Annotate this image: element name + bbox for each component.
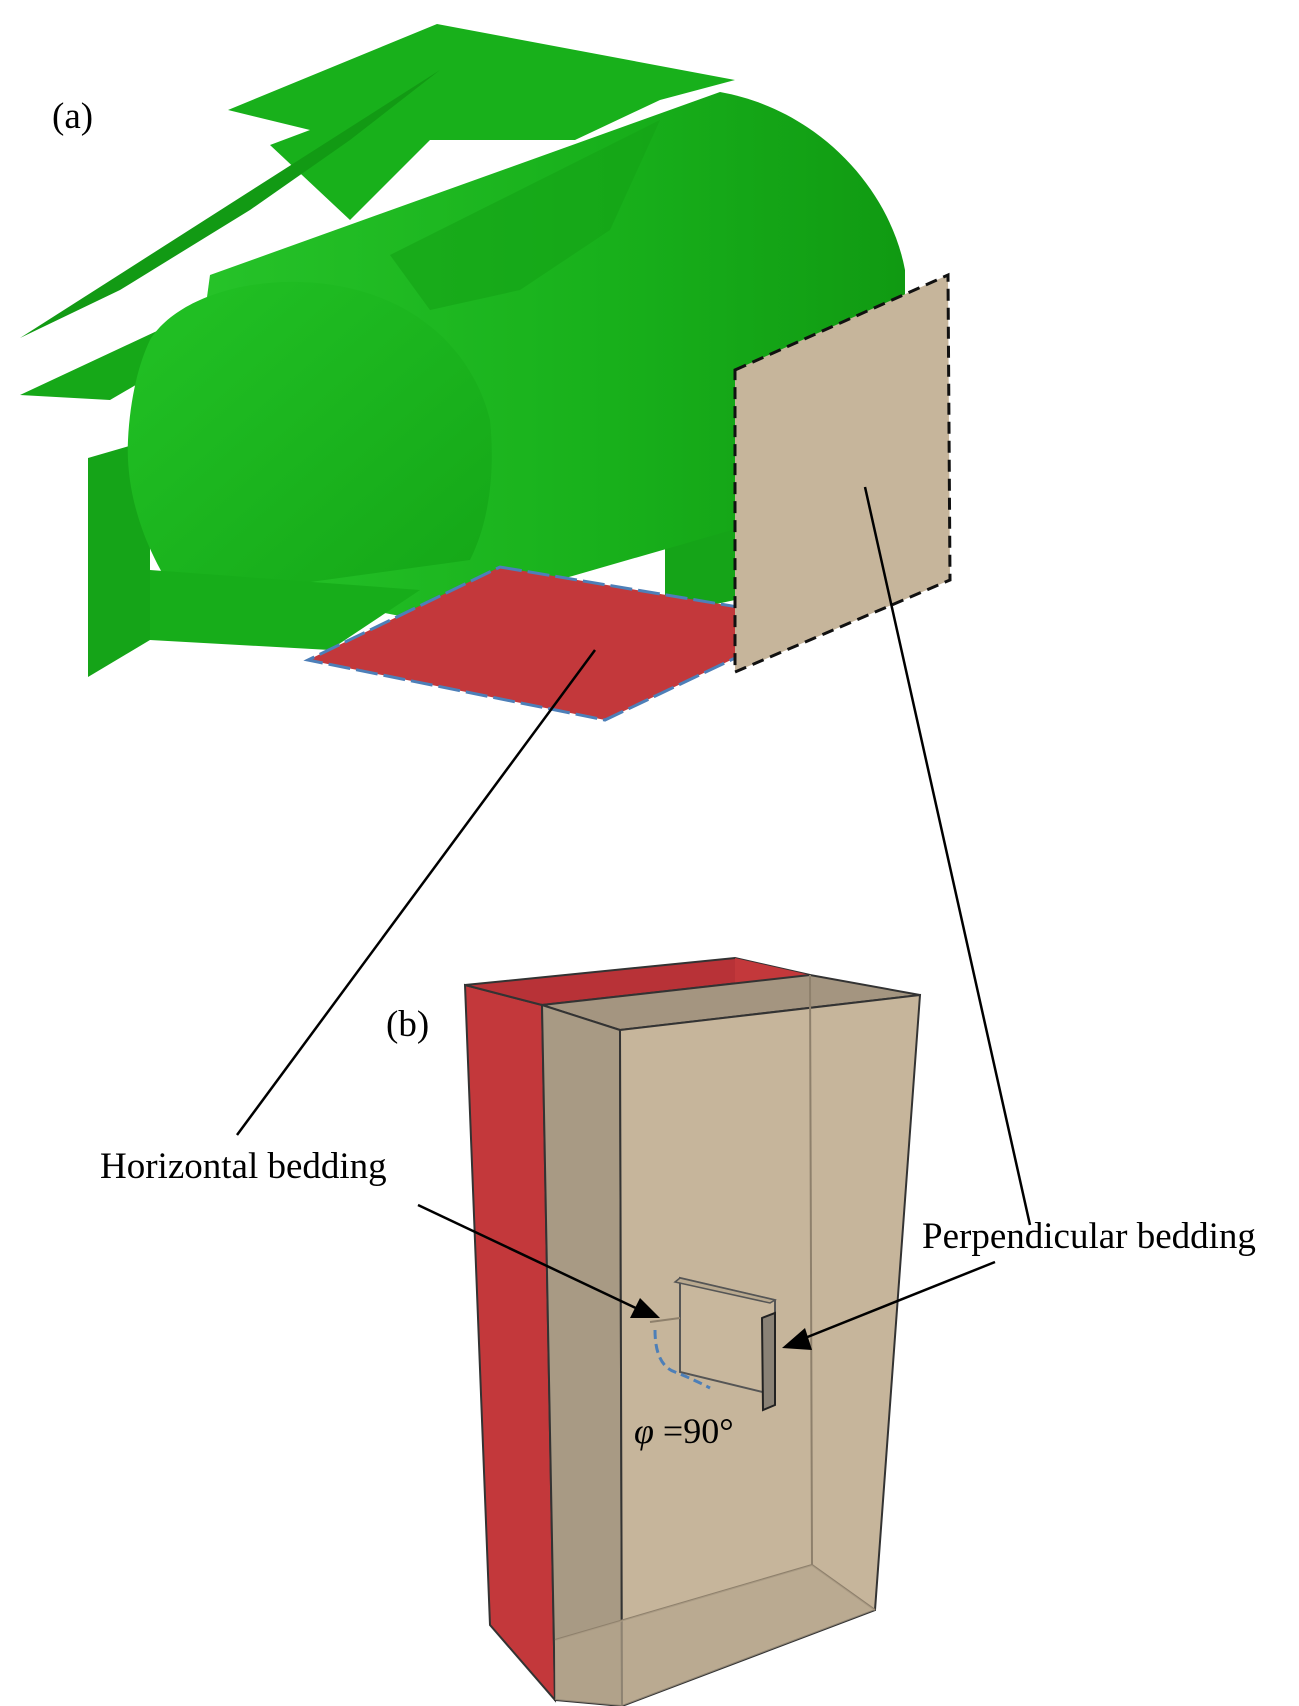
arrows	[417, 1203, 996, 1350]
horizontal-bedding-plane	[303, 565, 820, 722]
panel-a: (a)	[20, 24, 952, 722]
arrow-perpendicular-shaft	[799, 1260, 996, 1342]
perpendicular-bedding-plane	[733, 272, 952, 675]
upper-strip	[20, 70, 440, 338]
barrel-fold	[390, 120, 660, 310]
panel-b-label: (b)	[386, 1004, 429, 1045]
angle-symbol: φ	[634, 1411, 654, 1451]
floor-strip	[150, 570, 420, 650]
sample-specimen	[649, 1276, 777, 1412]
upper-shelf	[228, 24, 735, 220]
arrow-perpendicular-head	[782, 1328, 812, 1350]
angle-arc	[653, 1329, 711, 1390]
tunnel-face	[127, 281, 492, 600]
specimen-side-face	[540, 1003, 624, 1706]
leader-perpendicular-a	[863, 486, 1032, 1226]
leader-horizontal-a	[235, 649, 597, 1136]
panel-b: (b) φ =90°	[386, 956, 922, 1706]
angle-value: =90°	[654, 1411, 734, 1451]
panel-a-label: (a)	[52, 96, 93, 137]
callout-perpendicular-bedding: Perpendicular bedding	[922, 1216, 1256, 1257]
sample-thin-plate	[760, 1311, 776, 1412]
sample-base-line	[649, 1317, 681, 1323]
specimen-bottom-shade	[555, 1565, 875, 1706]
angle-label: φ =90°	[634, 1411, 734, 1451]
leader-lines	[235, 486, 1032, 1226]
sample-top	[673, 1277, 777, 1304]
specimen-red-top-sliver	[735, 958, 810, 985]
green-rock-model	[20, 24, 905, 677]
specimen-red-face	[463, 983, 557, 1703]
callouts: Horizontal bedding Perpendicular bedding	[100, 1146, 1256, 1257]
arrow-horizontal-head	[630, 1298, 660, 1318]
arrow-horizontal-shaft	[417, 1203, 641, 1312]
callout-horizontal-bedding: Horizontal bedding	[100, 1146, 387, 1187]
